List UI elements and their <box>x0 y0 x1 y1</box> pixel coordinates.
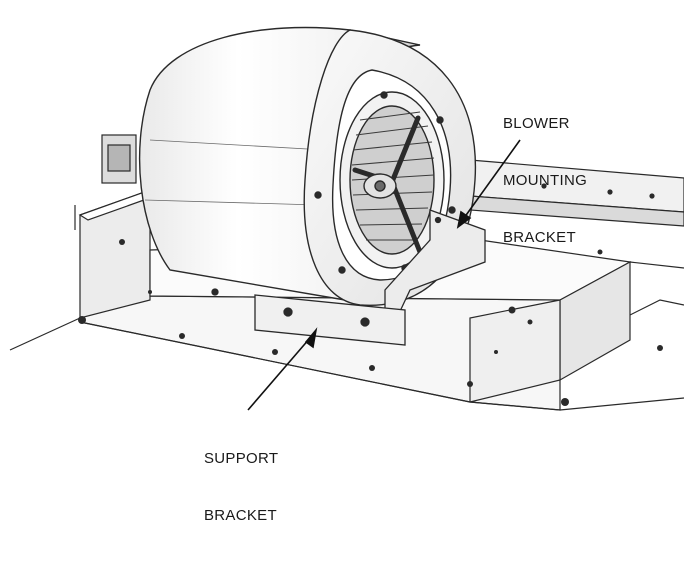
blower-bracket-leader <box>463 139 521 219</box>
support-bracket-label: SUPPORT BRACKET <box>204 411 278 563</box>
support-bracket-arrowhead <box>304 327 318 349</box>
blower-mounting-bracket-label: BLOWER MOUNTING BRACKET <box>503 76 587 285</box>
fasteners <box>78 239 663 406</box>
callout-line: SUPPORT <box>204 450 279 467</box>
support-bracket-part <box>211 288 406 346</box>
callout-line: BRACKET <box>503 229 576 246</box>
blower-diagram: BLOWER MOUNTING BRACKET SUPPORT BRACKET <box>9 26 684 524</box>
blower-housing <box>138 26 477 306</box>
callout-line: MOUNTING <box>503 172 588 189</box>
callout-leaders <box>247 139 521 411</box>
callout-line: BLOWER <box>503 115 570 132</box>
callout-line: BRACKET <box>204 507 277 524</box>
blower-assembly-illustration <box>9 26 684 411</box>
support-bracket-leader <box>247 337 311 411</box>
blower-bracket-arrowhead <box>456 210 472 229</box>
